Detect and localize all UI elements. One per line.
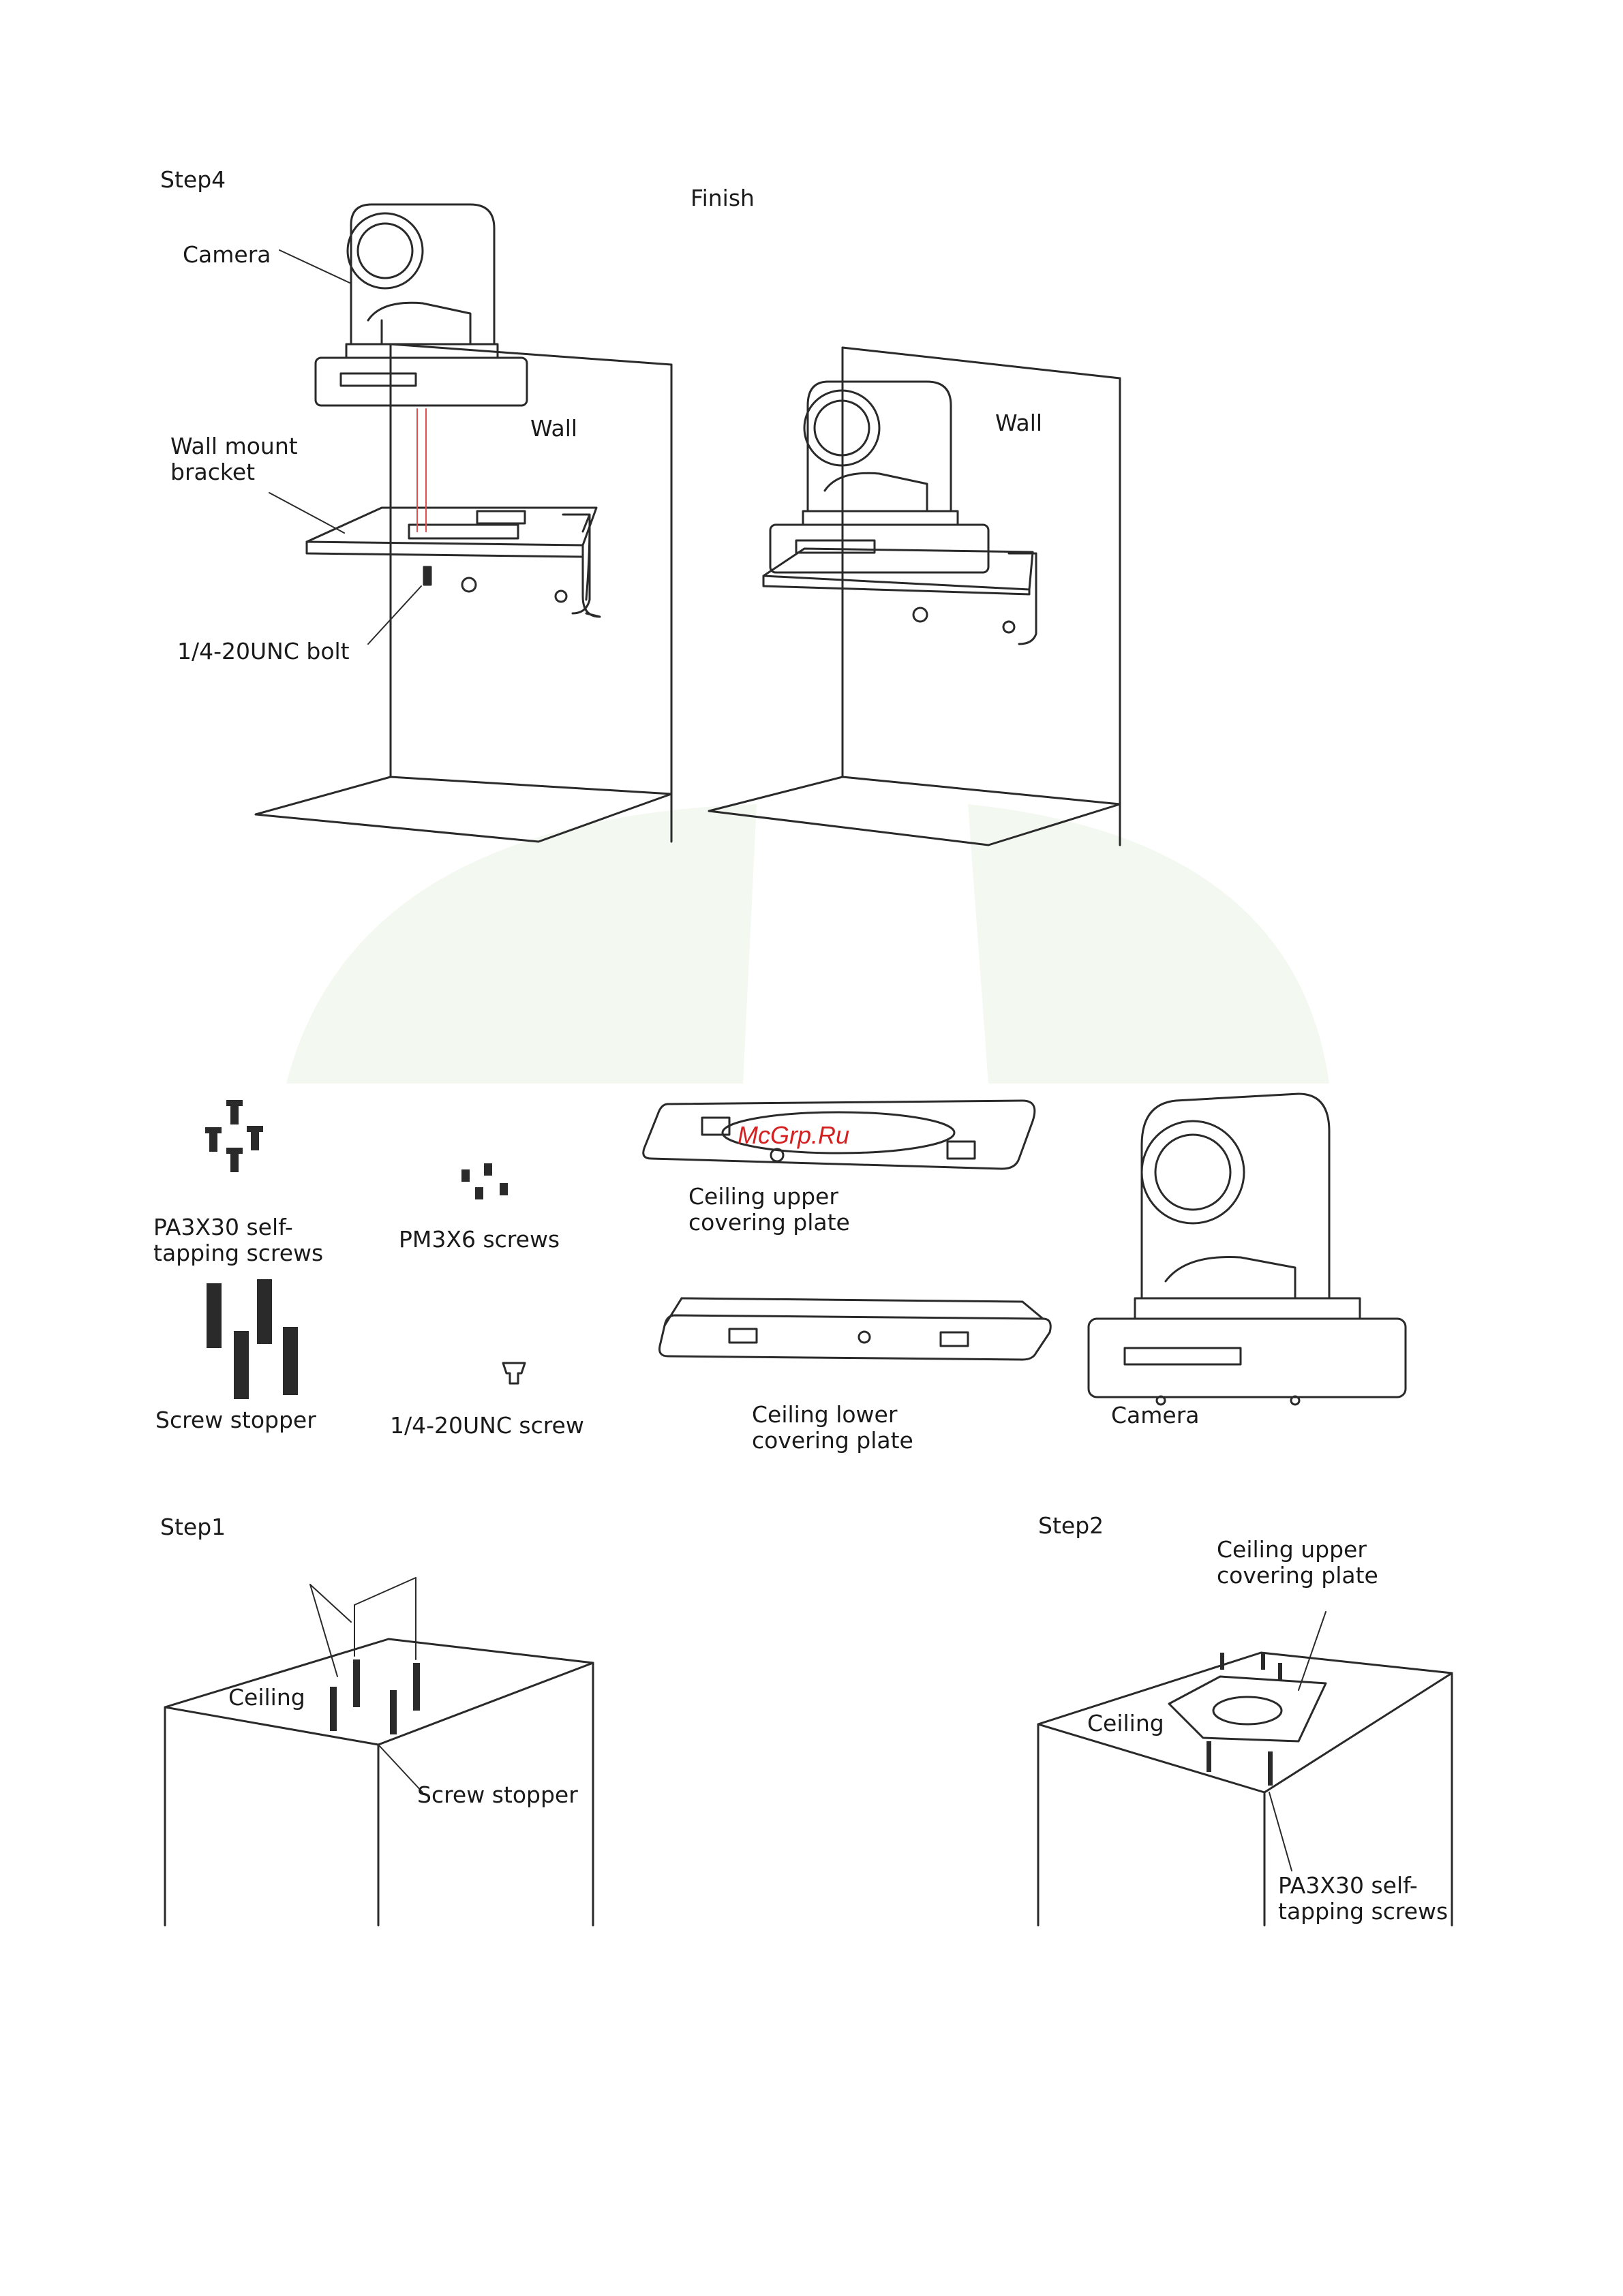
bolt-left [423,566,432,586]
unc-screw-icon [502,1362,526,1385]
pa3x30-screws-icon [205,1100,263,1172]
wall-left [254,343,673,843]
ceiling1-label: Ceiling [228,1684,305,1711]
camera-right [769,380,990,574]
pm3x6-label: PM3X6 screws [399,1226,560,1253]
ceiling2-label: Ceiling [1087,1710,1164,1736]
wall-right [708,346,1121,846]
upper-plate-step2-label: Ceiling upper covering plate [1217,1536,1378,1589]
camera-parts-label: Camera [1111,1402,1200,1428]
lower-plate-label: Ceiling lower covering plate [752,1401,913,1454]
pa3x30-label: PA3X30 self- tapping screws [153,1214,324,1266]
ceiling-block-step1 [164,1638,594,1927]
wall-right-label: Wall [995,410,1043,436]
leader-camera [279,249,350,284]
step1-label: Step1 [160,1514,226,1540]
ceiling-block-step2 [1037,1651,1453,1927]
background-watermark-shape [286,804,1329,1084]
camera-parts-icon [1087,1092,1407,1406]
camera-left [314,203,528,407]
bolt-label: 1/4-20UNC bolt [177,638,350,664]
bracket-label: Wall mount bracket [170,433,298,485]
bracket-right [762,547,1037,645]
dimension-lines [309,1577,416,1677]
pm3x6-screws-icon [461,1163,508,1199]
watermark-text: McGrp.Ru [738,1121,850,1149]
stopper-parts-label: Screw stopper [155,1407,316,1433]
upper-plate-step2 [1168,1675,1327,1743]
screws-step2 [1207,1653,1282,1786]
ceiling-lower-plate-icon [658,1297,1052,1361]
camera-label: Camera [183,241,271,268]
wall-left-label: Wall [530,415,578,442]
upper-plate-label: Ceiling upper covering plate [688,1183,850,1236]
unc-screw-label: 1/4-20UNC screw [390,1412,584,1439]
step4-label: Step4 [160,166,226,193]
stopper-step1-label: Screw stopper [417,1781,578,1808]
stoppers-step1 [330,1659,420,1734]
leader-bracket [269,492,345,534]
screw-stopper-icon [207,1279,298,1399]
pa3x30-step2-label: PA3X30 self- tapping screws [1278,1872,1448,1925]
leader-bolt [367,585,422,645]
ceiling-upper-plate-icon [642,1099,1036,1170]
step2-label: Step2 [1038,1512,1104,1539]
finish-label: Finish [691,185,755,211]
leader-plate-step2 [1298,1611,1326,1691]
bracket-left [305,506,601,618]
leader-stopper-step1 [378,1744,423,1793]
leader-screws-step2 [1269,1792,1292,1871]
guide-lines [416,408,427,532]
